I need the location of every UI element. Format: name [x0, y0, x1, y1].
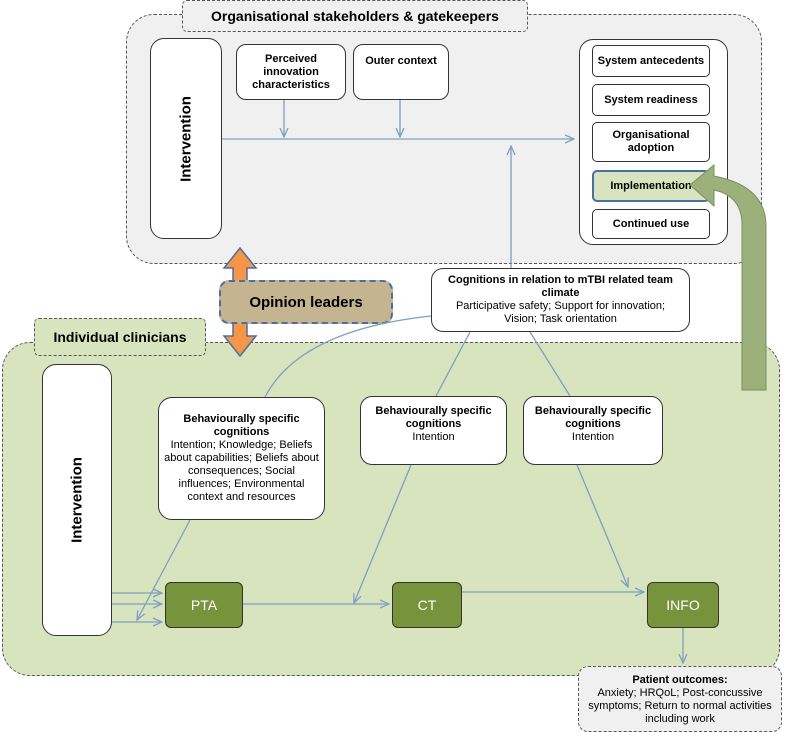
team-climate-box: Cognitions in relation to mTBI related t… [431, 268, 690, 332]
pta-box: PTA [165, 582, 243, 628]
outer-context-label: Outer context [365, 55, 437, 67]
stage-continued-use: Continued use [592, 209, 710, 239]
outer-context-box: Outer context [353, 44, 449, 100]
cognitions-1-title: Behaviourally specific cognitions [183, 413, 300, 438]
stage-organisational-adoption: Organisational adoption [592, 122, 710, 162]
team-to-cog1-curve [264, 315, 432, 398]
patient-outcomes-box: Patient outcomes: Anxiety; HRQoL; Post-c… [578, 666, 782, 732]
stage-implementation: Implementation [592, 170, 710, 202]
cog1-to-pta-arrow [137, 519, 191, 620]
perceived-innovation-label: Perceived innovation characteristics [252, 52, 330, 91]
team-climate-title: Cognitions in relation to mTBI related t… [448, 274, 673, 299]
team-to-cog2-line [435, 331, 471, 397]
org-intervention-box: Intervention [150, 38, 222, 239]
stage-system-readiness: System readiness [592, 84, 710, 116]
cognitions-2-title: Behaviourally specific cognitions [375, 405, 492, 430]
team-to-cog3-line [529, 331, 571, 397]
individual-clinicians-title: Individual clinicians [34, 318, 206, 356]
info-box: INFO [647, 582, 719, 628]
ct-box: CT [392, 582, 462, 628]
perceived-innovation-box: Perceived innovation characteristics [236, 44, 346, 100]
cognitions-2-body: Intention [412, 431, 455, 443]
team-climate-body: Participative safety; Support for innova… [455, 300, 666, 325]
cog3-to-info-arrow [576, 464, 628, 587]
organisational-title: Organisational stakeholders & gatekeeper… [182, 0, 528, 32]
cognitions-box-3: Behaviourally specific cognitions Intent… [523, 396, 663, 465]
cognitions-box-2: Behaviourally specific cognitions Intent… [360, 396, 507, 465]
cognitions-box-1: Behaviourally specific cognitions Intent… [158, 397, 325, 520]
patient-outcomes-title: Patient outcomes: [632, 674, 728, 686]
cognitions-3-body: Intention [571, 431, 615, 443]
opinion-leaders-box: Opinion leaders [219, 280, 393, 324]
cognitions-1-body: Intention; Knowledge; Beliefs about capa… [164, 439, 319, 503]
patient-outcomes-body: Anxiety; HRQoL; Post-concussive symptoms… [588, 687, 772, 725]
cog2-to-ct-arrow [354, 464, 412, 603]
individual-intervention-box: Intervention [42, 364, 112, 636]
cognitions-3-title: Behaviourally specific cognitions [534, 405, 652, 430]
stage-system-antecedents: System antecedents [592, 45, 710, 77]
